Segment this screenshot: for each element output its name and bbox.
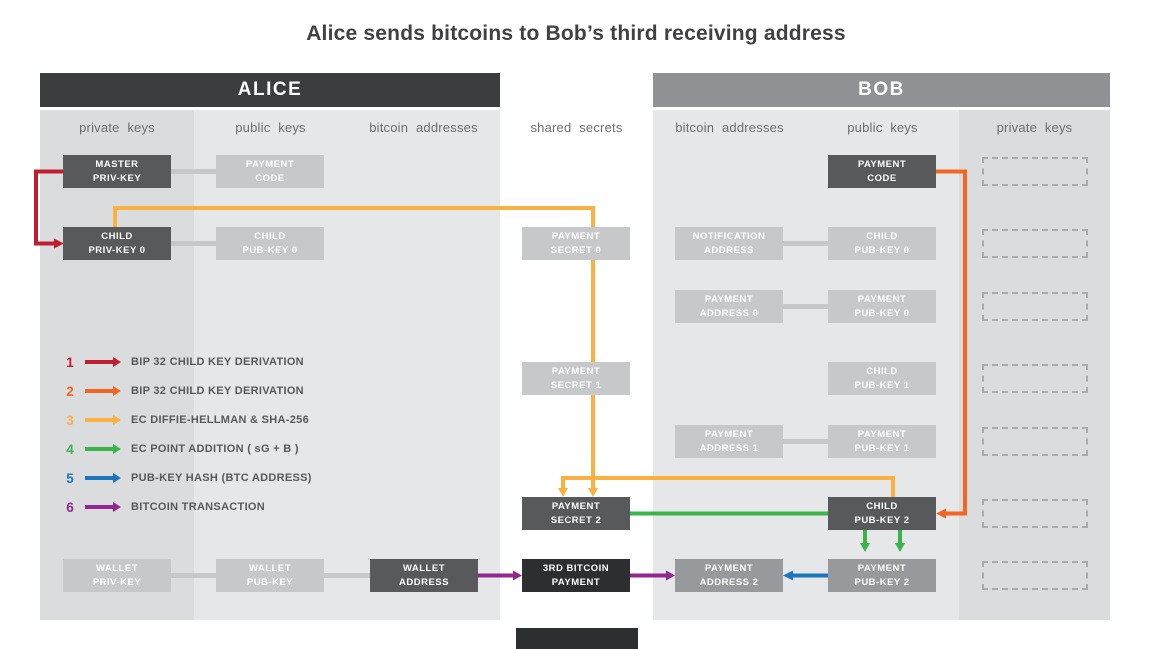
legend-item-1: 1 BIP 32 CHILD KEY DERIVATION (62, 352, 312, 372)
legend-arrow-line (85, 447, 113, 451)
box-alice-child-priv-key-0: CHILD PRIV-KEY 0 (63, 227, 171, 260)
empty-priv-key-slot (982, 364, 1088, 393)
box-bob-notification-address: NOTIFICATION ADDRESS (675, 227, 783, 260)
box-bob-payment-address-1: PAYMENT ADDRESS 1 (675, 425, 783, 458)
box-payment-secret-0: PAYMENT SECRET 0 (522, 227, 630, 260)
legend-arrow-icon (85, 357, 121, 367)
legend-step-number: 2 (66, 383, 74, 399)
column-label-alice-private-keys: private keys (79, 120, 155, 135)
legend-arrow-head (113, 473, 121, 483)
box-bob-payment-code: PAYMENT CODE (828, 155, 936, 188)
legend-arrow-head (113, 415, 121, 425)
arrow-head (588, 488, 598, 497)
legend-step-number: 4 (66, 441, 74, 457)
legend-arrow-line (85, 476, 113, 480)
legend-arrow-head (113, 502, 121, 512)
legend-arrow-head (113, 357, 121, 367)
empty-priv-key-slot (982, 292, 1088, 321)
legend-arrow-icon (85, 473, 121, 483)
footer-bar (516, 628, 638, 649)
box-alice-wallet-priv-key: WALLET PRIV-KEY (63, 559, 171, 592)
legend-step-label: EC DIFFIE-HELLMAN & SHA-256 (131, 414, 309, 426)
column-label-alice-public-keys: public keys (235, 120, 306, 135)
box-bob-payment-pub-key-0: PAYMENT PUB-KEY 0 (828, 290, 936, 323)
column-label-alice-addresses: bitcoin addresses (369, 120, 478, 135)
legend-item-5: 5 PUB-KEY HASH (BTC ADDRESS) (62, 468, 312, 488)
box-bob-child-pub-key-2: CHILD PUB-KEY 2 (828, 497, 936, 530)
column-label-bob-addresses: bitcoin addresses (675, 120, 784, 135)
empty-priv-key-slot (982, 561, 1088, 590)
alice-panel-header: ALICE (40, 73, 500, 107)
arrow-head (513, 570, 522, 581)
legend-item-4: 4 EC POINT ADDITION ( sG + B ) (62, 439, 312, 459)
box-alice-master-priv-key: MASTER PRIV-KEY (63, 155, 171, 188)
legend-step-label: PUB-KEY HASH (BTC ADDRESS) (131, 472, 312, 484)
legend-item-2: 2 BIP 32 CHILD KEY DERIVATION (62, 381, 312, 401)
legend-step-label: EC POINT ADDITION ( sG + B ) (131, 443, 299, 455)
legend-step-label: BITCOIN TRANSACTION (131, 501, 266, 513)
legend-step-number: 5 (66, 470, 74, 486)
column-label-bob-private-keys: private keys (996, 120, 1073, 135)
page-title: Alice sends bitcoins to Bob’s third rece… (306, 22, 846, 45)
empty-priv-key-slot (982, 499, 1088, 528)
box-bob-child-pub-key-1: CHILD PUB-KEY 1 (828, 362, 936, 395)
legend: 1 BIP 32 CHILD KEY DERIVATION 2 BIP 32 C… (62, 352, 312, 517)
box-3rd-bitcoin-payment: 3RD BITCOIN PAYMENT (522, 559, 630, 592)
box-payment-secret-1: PAYMENT SECRET 1 (522, 362, 630, 395)
legend-arrow-line (85, 389, 113, 393)
legend-arrow-icon (85, 502, 121, 512)
column-label-bob-public-keys: public keys (847, 120, 918, 135)
bob-panel-header: BOB (653, 73, 1110, 107)
legend-item-6: 6 BITCOIN TRANSACTION (62, 497, 312, 517)
box-bob-payment-pub-key-1: PAYMENT PUB-KEY 1 (828, 425, 936, 458)
legend-step-label: BIP 32 CHILD KEY DERIVATION (131, 385, 304, 397)
column-label-shared-secrets: shared secrets (530, 120, 623, 135)
legend-arrow-icon (85, 444, 121, 454)
legend-arrow-line (85, 418, 113, 422)
legend-item-3: 3 EC DIFFIE-HELLMAN & SHA-256 (62, 410, 312, 430)
empty-priv-key-slot (982, 427, 1088, 456)
box-bob-payment-pub-key-2: PAYMENT PUB-KEY 2 (828, 559, 936, 592)
empty-priv-key-slot (982, 229, 1088, 258)
legend-arrow-icon (85, 415, 121, 425)
box-alice-child-pub-key-0: CHILD PUB-KEY 0 (216, 227, 324, 260)
legend-step-number: 6 (66, 499, 74, 515)
box-bob-payment-address-0: PAYMENT ADDRESS 0 (675, 290, 783, 323)
legend-arrow-line (85, 360, 113, 364)
box-payment-secret-2: PAYMENT SECRET 2 (522, 497, 630, 530)
box-bob-child-pub-key-0: CHILD PUB-KEY 0 (828, 227, 936, 260)
legend-arrow-line (85, 505, 113, 509)
box-alice-wallet-pub-key: WALLET PUB-KEY (216, 559, 324, 592)
legend-step-number: 1 (66, 354, 74, 370)
legend-arrow-icon (85, 386, 121, 396)
legend-arrow-head (113, 386, 121, 396)
box-alice-payment-code: PAYMENT CODE (216, 155, 324, 188)
empty-priv-key-slot (982, 157, 1088, 186)
box-bob-payment-address-2: PAYMENT ADDRESS 2 (675, 559, 783, 592)
legend-step-label: BIP 32 CHILD KEY DERIVATION (131, 356, 304, 368)
legend-arrow-head (113, 444, 121, 454)
box-alice-wallet-address: WALLET ADDRESS (370, 559, 478, 592)
arrow-head (558, 488, 568, 497)
legend-step-number: 3 (66, 412, 74, 428)
